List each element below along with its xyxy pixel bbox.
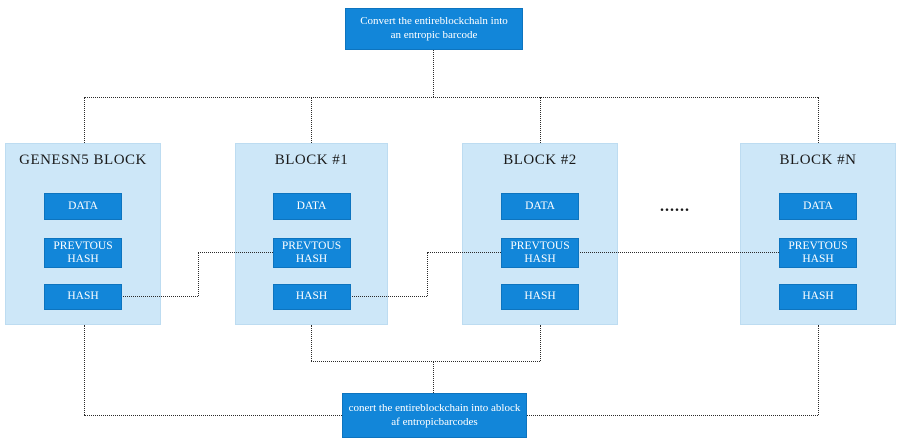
block-title: BLOCK #N	[779, 152, 857, 168]
previous-hash-box: PREVTOUS HASH	[501, 238, 579, 268]
connector-bottom-genesis	[84, 325, 85, 415]
hash-box: HASH	[44, 284, 122, 310]
ellipsis-dots: ......	[660, 198, 690, 215]
connector-hash0-out	[123, 296, 198, 297]
connector-top-center-vertical	[433, 50, 434, 97]
connector-hash1-step	[427, 252, 428, 296]
previous-hash-box: PREVTOUS HASH	[272, 238, 351, 268]
previous-hash-box: PREVTOUS HASH	[44, 238, 122, 268]
hash-box: HASH	[272, 284, 351, 310]
previous-hash-box: PREVTOUS HASH	[779, 238, 857, 268]
block-title: BLOCK #2	[503, 152, 577, 168]
connector-drop-block2	[540, 97, 541, 143]
hash-box: HASH	[501, 284, 579, 310]
connector-hash1-out	[350, 296, 427, 297]
data-box: DATA	[272, 193, 351, 220]
top-note-label: Convert the entireblockchaln into an ent…	[360, 15, 508, 41]
connector-bottom-block2	[540, 325, 541, 361]
connector-bottom-right-horizontal	[527, 415, 818, 416]
connector-bottom-block1	[311, 325, 312, 361]
connector-hash0-in-block1	[198, 252, 273, 253]
connector-hash0-step	[198, 252, 199, 296]
block-2: BLOCK #2 DATA PREVTOUS HASH HASH	[462, 143, 618, 325]
connector-bottom-mid-horizontal	[311, 361, 540, 362]
block-title: BLOCK #1	[274, 152, 349, 168]
connector-drop-block1	[311, 97, 312, 143]
data-box: DATA	[44, 193, 122, 220]
top-note-box: Convert the entireblockchaln into an ent…	[345, 8, 523, 50]
data-box: DATA	[501, 193, 579, 220]
connector-drop-genesis	[84, 97, 85, 143]
connector-top-horizontal	[84, 97, 818, 98]
connector-drop-blockn	[818, 97, 819, 143]
connector-bottom-left-horizontal	[84, 415, 342, 416]
hash-box: HASH	[779, 284, 857, 310]
connector-prevhash-chain	[427, 252, 779, 253]
block-1: BLOCK #1 DATA PREVTOUS HASH HASH	[235, 143, 388, 325]
block-title: GENESN5 BLOCK	[19, 152, 147, 168]
connector-bottom-center-drop	[433, 361, 434, 393]
data-box: DATA	[779, 193, 857, 220]
bottom-note-box: conert the entireblockchain into ablock …	[342, 393, 527, 438]
bottom-note-label: conert the entireblockchain into ablock …	[348, 401, 521, 428]
connector-bottom-blockn	[818, 325, 819, 415]
block-n: BLOCK #N DATA PREVTOUS HASH HASH	[740, 143, 896, 325]
block-genesis: GENESN5 BLOCK DATA PREVTOUS HASH HASH	[5, 143, 161, 325]
